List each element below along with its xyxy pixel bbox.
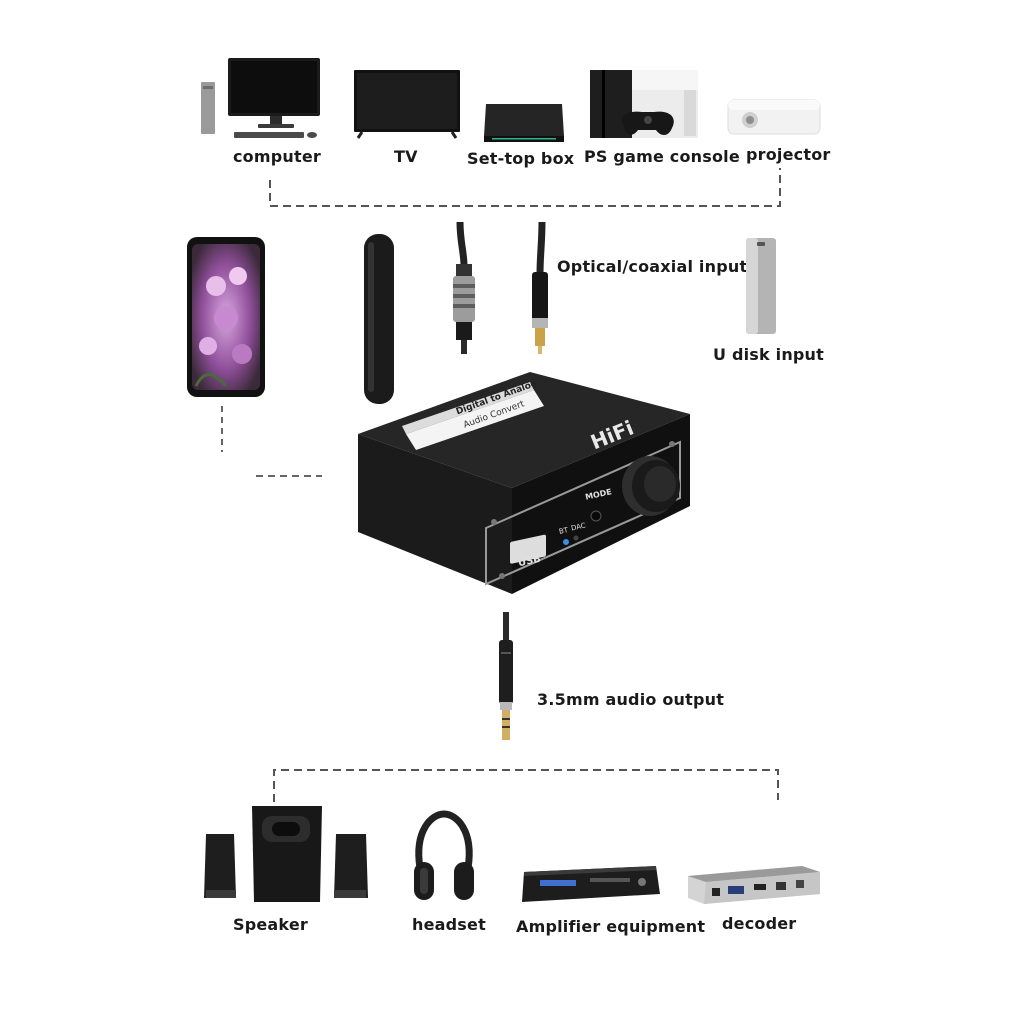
headset-label: headset xyxy=(412,915,486,934)
computer-label: computer xyxy=(233,147,321,166)
projector-image xyxy=(724,96,824,140)
set-top-box-label: Set-top box xyxy=(467,149,575,168)
phone-connector-dashes xyxy=(221,406,322,477)
set-top-box-image xyxy=(482,100,568,146)
speaker-image xyxy=(200,802,372,906)
smartphone-image xyxy=(186,236,266,398)
decoder-image xyxy=(684,862,824,908)
output-connector-dashes xyxy=(273,769,779,802)
optical-coaxial-input-label: Optical/coaxial input xyxy=(557,257,748,276)
optical-cable-image xyxy=(446,222,482,356)
decoder-label: decoder xyxy=(722,914,797,933)
speaker-label: Speaker xyxy=(233,915,308,934)
u-disk-image xyxy=(744,236,778,336)
game-console-image xyxy=(588,66,708,144)
amplifier-image xyxy=(520,862,664,908)
computer-image xyxy=(196,56,326,142)
projector-label: projector xyxy=(746,145,831,164)
game-console-label: PS game console xyxy=(584,147,740,166)
headset-image xyxy=(410,810,478,906)
tv-image xyxy=(352,68,462,140)
u-disk-input-label: U disk input xyxy=(713,345,825,364)
audio-jack-image xyxy=(494,612,518,744)
coaxial-cable-image xyxy=(526,222,554,356)
audio-output-label: 3.5mm audio output xyxy=(537,690,725,709)
dac-converter-device xyxy=(350,232,700,596)
amplifier-label: Amplifier equipment xyxy=(516,917,706,936)
tv-label: TV xyxy=(394,147,418,166)
source-connector-dashes xyxy=(269,168,781,207)
